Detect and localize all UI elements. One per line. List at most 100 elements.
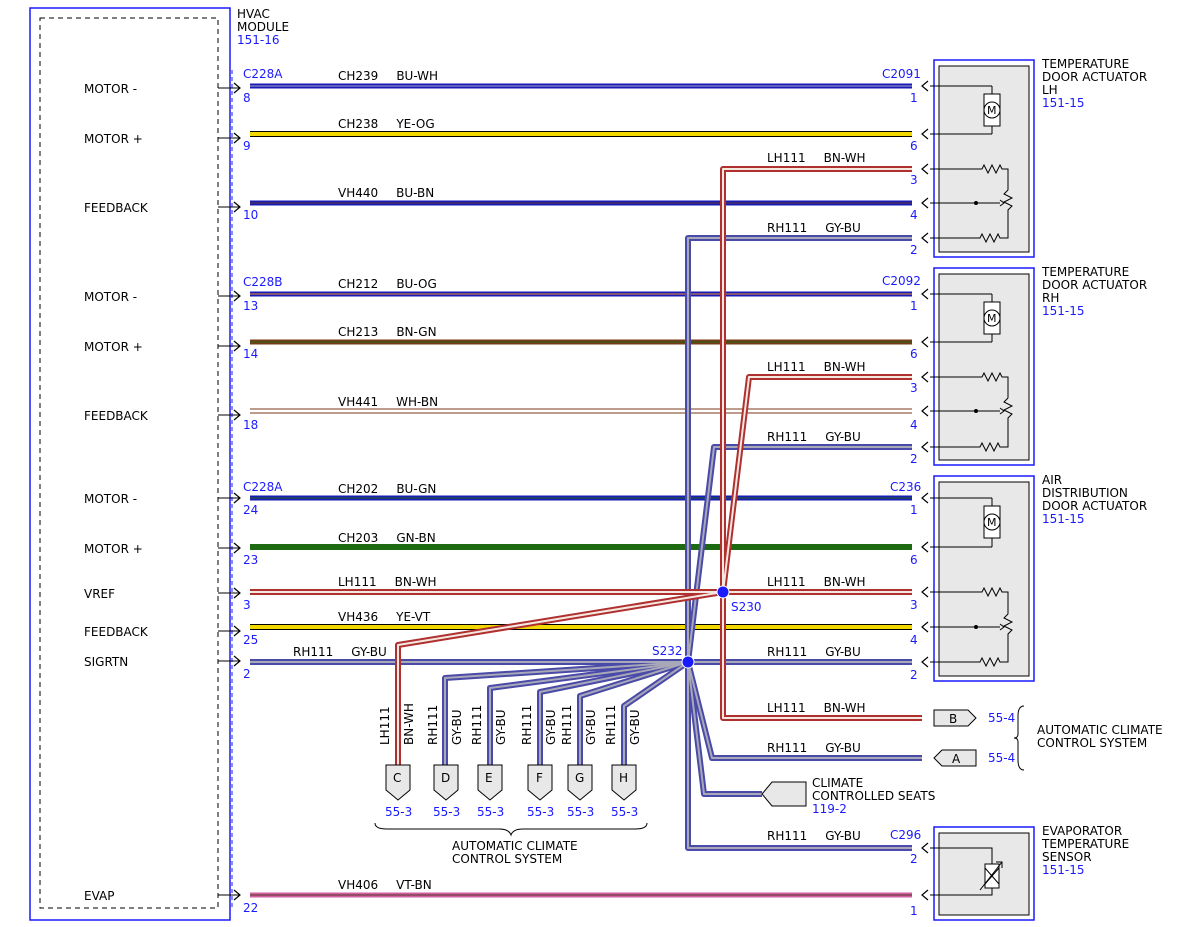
svg-text:M: M: [987, 104, 997, 117]
tap-circuit: RH111: [560, 705, 574, 745]
left-pin: 8: [243, 91, 251, 105]
tap-ref: 55-3: [433, 805, 460, 819]
module-title-2: MODULE: [237, 20, 289, 34]
tap-circuit: RH111: [470, 705, 484, 745]
component-title: TEMPERATURE: [1041, 265, 1129, 279]
left-pin: 14: [243, 347, 258, 361]
wire-rh111-network: [250, 235, 922, 851]
tap-letter: H: [619, 771, 628, 785]
component-arrows: [921, 80, 929, 901]
tap-ref: 55-4: [988, 751, 1015, 765]
climate-seats-tap: CLIMATE CONTROLLED SEATS 119-2: [761, 776, 935, 816]
signal-motor-minus-1: MOTOR -: [84, 82, 137, 96]
tap-letter: F: [536, 771, 543, 785]
bottom-tap-c: LH111 BN-WH C 55-3: [378, 703, 416, 819]
tap-letter: A: [952, 752, 961, 766]
signal-feedback-2: FEEDBACK: [84, 409, 149, 423]
bottom-group-brace: [374, 822, 648, 837]
right-pin: 3: [910, 381, 918, 395]
component-title: DISTRIBUTION: [1042, 486, 1128, 500]
tap-color: GY-BU: [584, 709, 598, 745]
right-pin: 2: [910, 668, 918, 682]
component-title: LH: [1042, 83, 1058, 97]
evaporator-sensor: EVAPORATOR TEMPERATURE SENSOR 151-15: [930, 824, 1129, 921]
tap-letter: C: [393, 771, 401, 785]
bottom-tap-f: RH111 GY-BU F 55-3: [520, 705, 558, 819]
actuator-rh: M TEMPERATURE DOOR ACTUATOR RH 151-15: [930, 265, 1147, 466]
component-title: TEMPERATURE: [1041, 57, 1129, 71]
left-pin: 25: [243, 633, 258, 647]
right-connector-c296: C296: [890, 828, 921, 842]
right-tap-b: B 55-4: [933, 709, 1015, 727]
right-pin: 1: [910, 91, 918, 105]
left-pin: 24: [243, 503, 258, 517]
seats-title: CLIMATE: [812, 776, 863, 790]
right-pin: 6: [910, 347, 918, 361]
right-group-brace: [1013, 705, 1025, 771]
left-pin: 2: [243, 667, 251, 681]
tap-letter: G: [575, 771, 584, 785]
tap-ref: 55-3: [477, 805, 504, 819]
component-title: SENSOR: [1042, 850, 1092, 864]
module-title-1: HVAC: [237, 7, 270, 21]
left-pin: 10: [243, 208, 258, 222]
seats-title: CONTROLLED SEATS: [812, 789, 935, 803]
tap-letter: D: [441, 771, 450, 785]
tap-color: GY-BU: [628, 709, 642, 745]
signal-motor-minus-3: MOTOR -: [84, 492, 137, 506]
component-ref: 151-15: [1042, 304, 1085, 318]
component-title: TEMPERATURE: [1041, 837, 1129, 851]
right-pin: 6: [910, 139, 918, 153]
tap-circuit: LH111: [378, 706, 392, 745]
component-title: AIR: [1042, 473, 1062, 487]
right-pin: 1: [910, 503, 918, 517]
right-pin: 4: [910, 208, 918, 222]
bottom-group-title: AUTOMATIC CLIMATE: [452, 839, 578, 853]
component-title: DOOR ACTUATOR: [1042, 499, 1147, 513]
right-pin: 3: [910, 598, 918, 612]
left-pin: 23: [243, 553, 258, 567]
hvac-module-box: [29, 7, 231, 921]
splice-s230: [716, 585, 730, 599]
component-title: DOOR ACTUATOR: [1042, 278, 1147, 292]
right-pin: 6: [910, 553, 918, 567]
tap-color: BN-WH: [402, 703, 416, 745]
splice-s230-label: S230: [731, 600, 762, 614]
signal-evap: EVAP: [84, 889, 114, 903]
component-title: RH: [1042, 291, 1059, 305]
right-tap-a: A 55-4: [933, 749, 1015, 767]
tap-ref: 55-3: [567, 805, 594, 819]
svg-text:M: M: [987, 312, 997, 325]
right-pin: 1: [910, 299, 918, 313]
signal-motor-plus-2: MOTOR +: [84, 340, 143, 354]
tap-circuit: RH111: [604, 705, 618, 745]
actuator-air-distribution: M AIR DISTRIBUTION DOOR ACTUATOR 151-15: [930, 473, 1147, 682]
module-ref: 151-16: [237, 33, 280, 47]
right-connector-c2092: C2092: [882, 274, 921, 288]
tap-ref: 55-3: [611, 805, 638, 819]
component-ref: 151-15: [1042, 512, 1085, 526]
left-pin: 3: [243, 598, 251, 612]
component-ref: 151-15: [1042, 863, 1085, 877]
signal-feedback-3: FEEDBACK: [84, 625, 149, 639]
tap-letter: B: [949, 712, 957, 726]
signal-feedback-1: FEEDBACK: [84, 201, 149, 215]
left-connector-3: C228A: [243, 480, 283, 494]
splice-s232: [681, 655, 695, 669]
left-pin: 9: [243, 139, 251, 153]
